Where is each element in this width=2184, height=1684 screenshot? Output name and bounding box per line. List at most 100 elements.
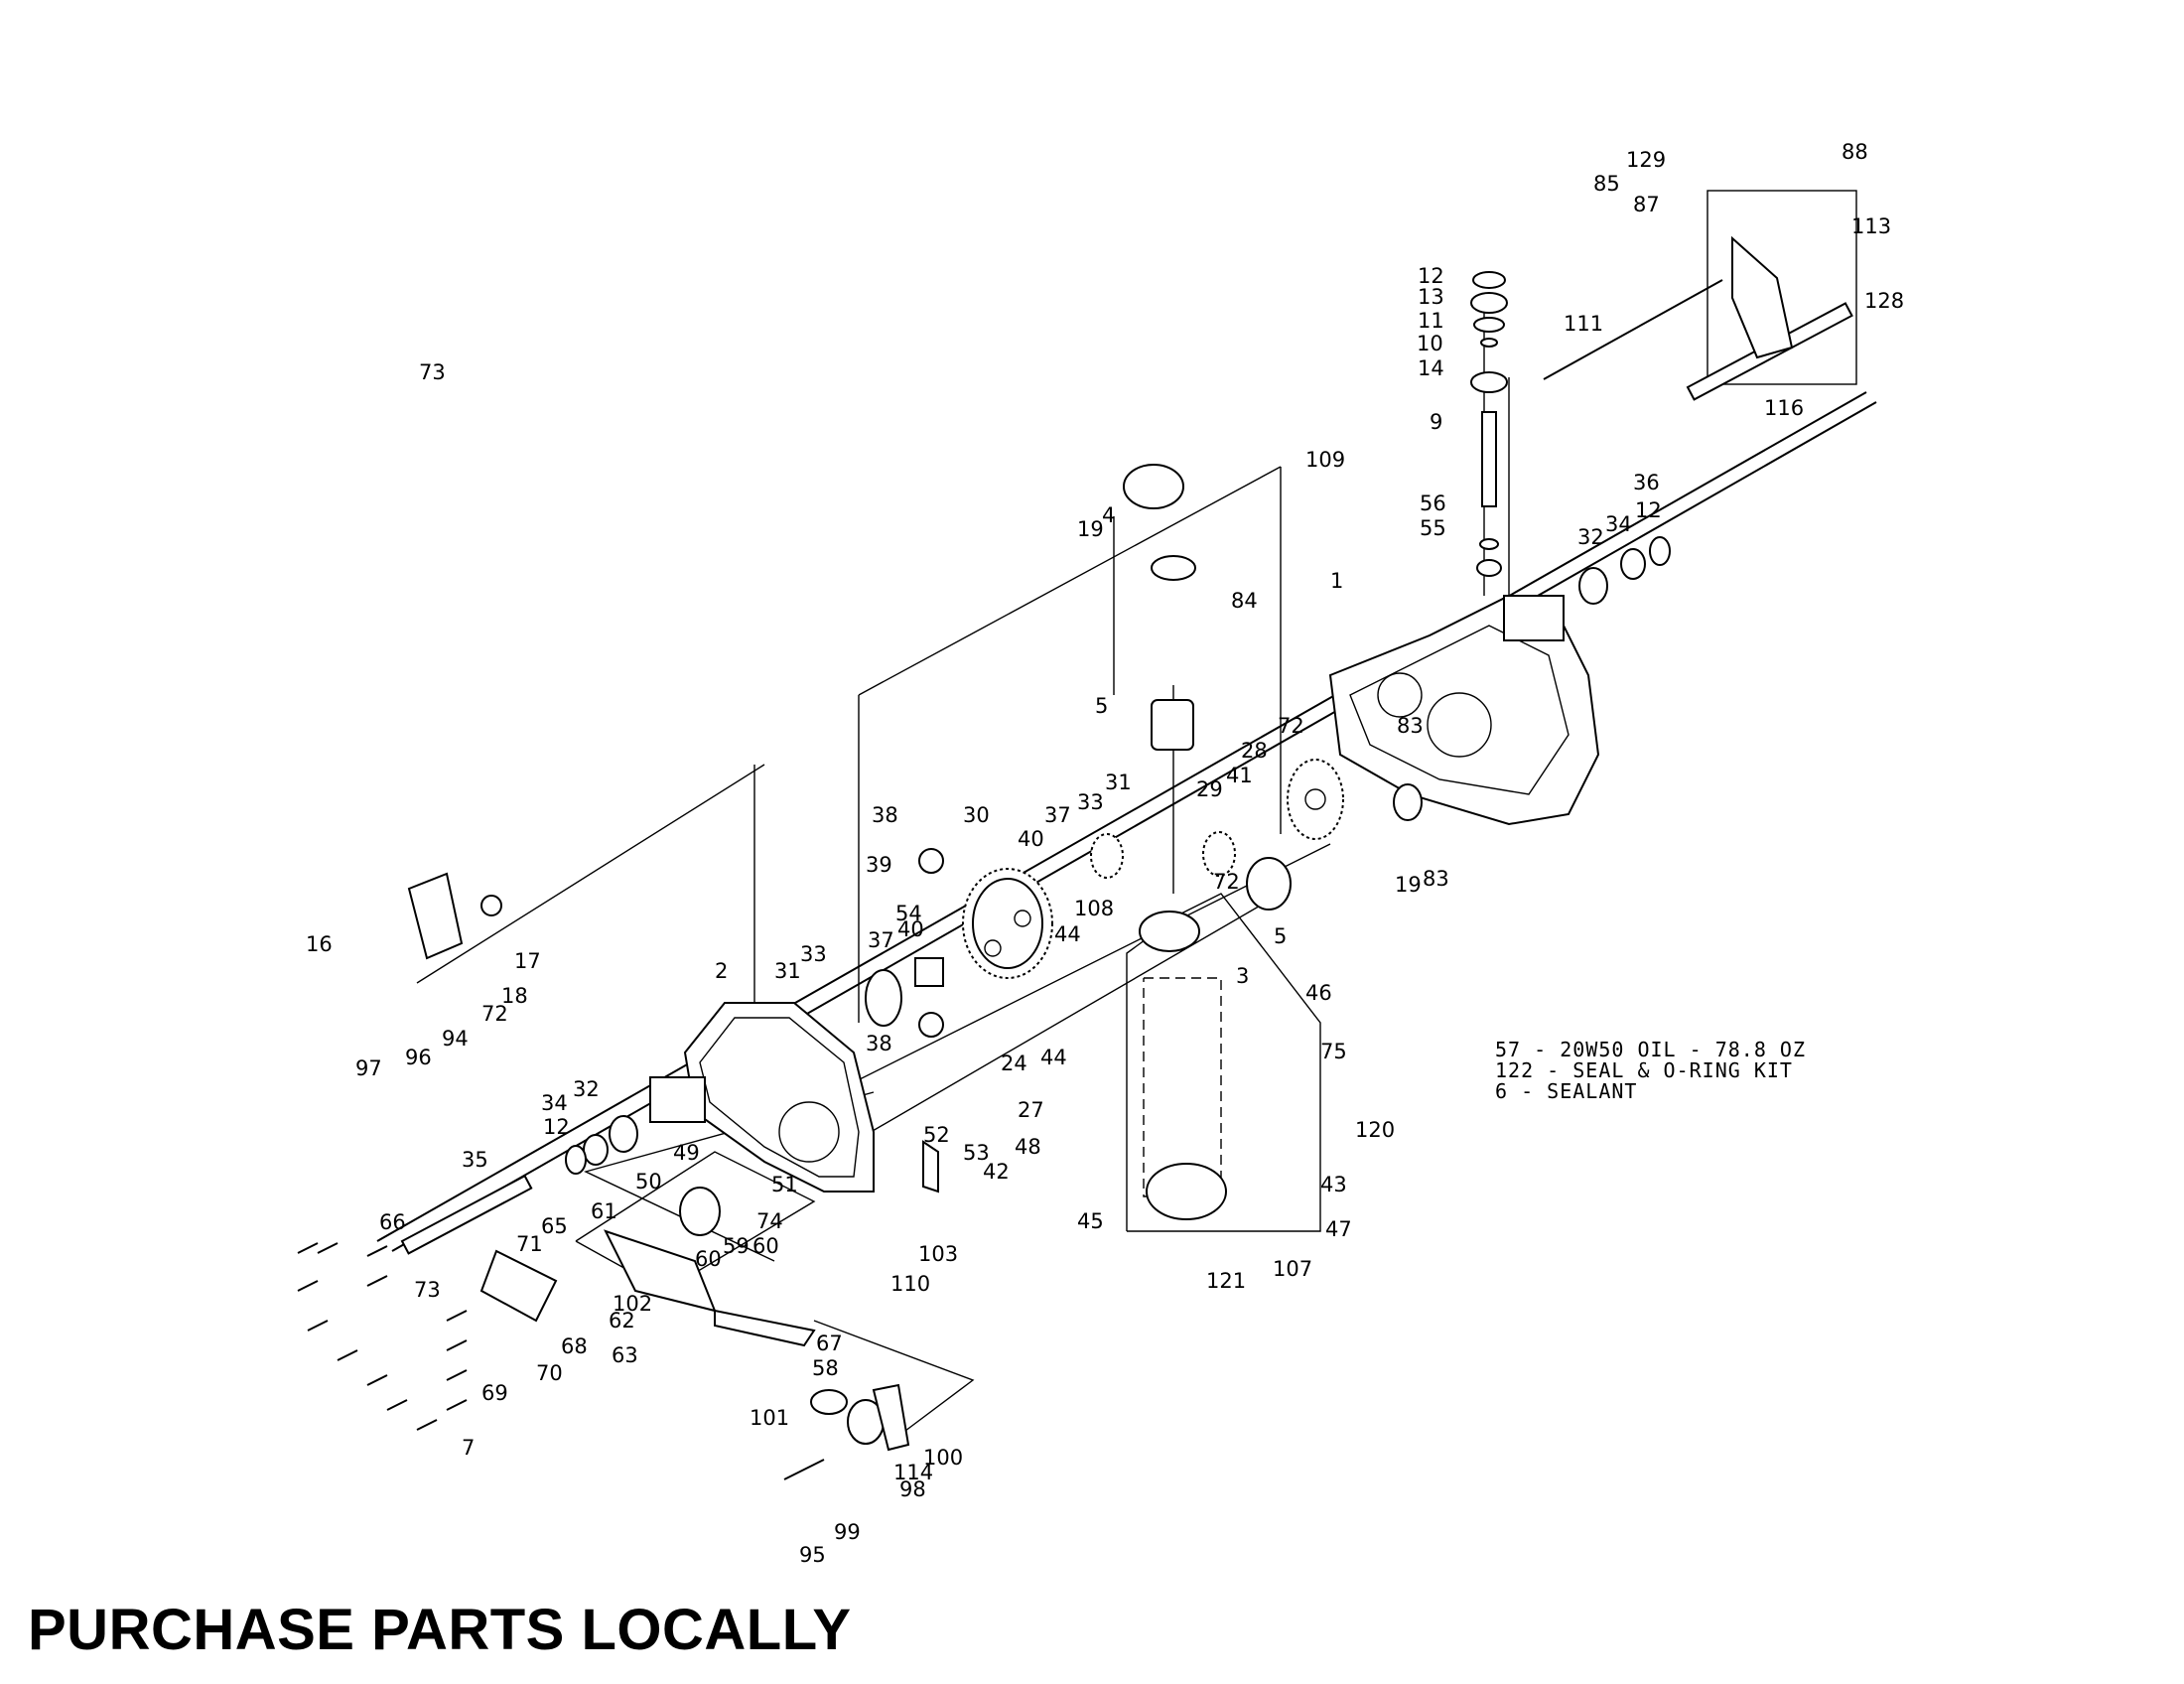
part-label-108: 108 bbox=[1074, 897, 1114, 920]
housing-left bbox=[649, 1002, 875, 1193]
part-label-60: 60 bbox=[695, 1247, 722, 1271]
part-label-65: 65 bbox=[541, 1214, 568, 1238]
part-label-128: 128 bbox=[1864, 289, 1904, 313]
part-label-40: 40 bbox=[1018, 827, 1044, 851]
part-label-38: 38 bbox=[866, 1032, 892, 1055]
part-label-1: 1 bbox=[1330, 569, 1343, 593]
part-label-12: 12 bbox=[543, 1115, 570, 1139]
part-label-98: 98 bbox=[899, 1477, 926, 1501]
part-label-70: 70 bbox=[536, 1361, 563, 1385]
note-seal-kit: 122 - SEAL & O-RING KIT bbox=[1495, 1058, 1793, 1082]
part-label-59: 59 bbox=[723, 1234, 750, 1258]
part-label-83: 83 bbox=[1423, 867, 1449, 891]
part-label-32: 32 bbox=[1577, 525, 1604, 549]
part-label-33: 33 bbox=[800, 942, 827, 966]
part-label-44: 44 bbox=[1040, 1046, 1067, 1069]
part-label-37: 37 bbox=[868, 928, 894, 952]
part-label-72: 72 bbox=[1278, 714, 1304, 738]
note-sealant: 6 - SEALANT bbox=[1495, 1079, 1638, 1103]
part-label-95: 95 bbox=[799, 1543, 826, 1567]
part-label-63: 63 bbox=[612, 1343, 638, 1367]
part-label-27: 27 bbox=[1018, 1098, 1044, 1122]
note-oil: 57 - 20W50 OIL - 78.8 OZ bbox=[1495, 1038, 1806, 1061]
part-label-60: 60 bbox=[752, 1234, 779, 1258]
part-label-66: 66 bbox=[379, 1210, 406, 1234]
part-label-39: 39 bbox=[866, 853, 892, 877]
part-label-61: 61 bbox=[591, 1199, 617, 1223]
part-label-12: 12 bbox=[1635, 498, 1662, 522]
part-label-12: 12 bbox=[1418, 264, 1444, 288]
part-label-74: 74 bbox=[756, 1209, 783, 1233]
purchase-parts-locally-banner: PURCHASE PARTS LOCALLY bbox=[28, 1598, 852, 1662]
part-label-5: 5 bbox=[1274, 924, 1287, 948]
part-label-48: 48 bbox=[1015, 1135, 1041, 1159]
part-label-13: 13 bbox=[1418, 285, 1444, 309]
gears bbox=[480, 464, 1423, 1445]
part-label-94: 94 bbox=[442, 1027, 469, 1051]
part-label-72: 72 bbox=[1213, 870, 1240, 894]
part-label-120: 120 bbox=[1355, 1118, 1395, 1142]
part-label-129: 129 bbox=[1626, 148, 1666, 172]
part-label-42: 42 bbox=[983, 1160, 1010, 1184]
part-label-50: 50 bbox=[635, 1170, 662, 1193]
part-label-53: 53 bbox=[963, 1141, 990, 1165]
part-label-34: 34 bbox=[541, 1091, 568, 1115]
part-label-32: 32 bbox=[573, 1077, 600, 1101]
shaft-stack bbox=[1470, 271, 1508, 577]
part-label-52: 52 bbox=[923, 1123, 950, 1147]
part-label-14: 14 bbox=[1418, 356, 1444, 380]
part-label-96: 96 bbox=[405, 1046, 432, 1069]
part-label-7: 7 bbox=[462, 1436, 475, 1460]
part-label-37: 37 bbox=[1044, 803, 1071, 827]
part-label-2: 2 bbox=[715, 959, 728, 983]
part-label-111: 111 bbox=[1564, 312, 1603, 336]
part-label-46: 46 bbox=[1305, 981, 1332, 1005]
part-label-75: 75 bbox=[1320, 1040, 1347, 1063]
housing-right bbox=[1328, 594, 1600, 826]
part-label-88: 88 bbox=[1842, 140, 1868, 164]
part-label-34: 34 bbox=[1605, 512, 1632, 536]
part-label-107: 107 bbox=[1273, 1257, 1312, 1281]
part-label-17: 17 bbox=[514, 949, 541, 973]
part-label-56: 56 bbox=[1420, 491, 1446, 515]
part-label-68: 68 bbox=[561, 1334, 588, 1358]
part-label-11: 11 bbox=[1418, 309, 1444, 333]
part-label-40: 40 bbox=[897, 917, 924, 941]
part-label-43: 43 bbox=[1320, 1173, 1347, 1196]
part-label-30: 30 bbox=[963, 803, 990, 827]
part-label-45: 45 bbox=[1077, 1209, 1104, 1233]
part-label-72: 72 bbox=[481, 1002, 508, 1026]
part-label-55: 55 bbox=[1420, 516, 1446, 540]
part-label-101: 101 bbox=[750, 1406, 789, 1430]
part-label-73: 73 bbox=[419, 360, 446, 384]
brake-brackets bbox=[407, 235, 1794, 1452]
part-label-31: 31 bbox=[774, 959, 801, 983]
part-label-100: 100 bbox=[923, 1446, 963, 1470]
part-label-116: 116 bbox=[1764, 396, 1804, 420]
part-label-29: 29 bbox=[1196, 777, 1223, 801]
part-label-62: 62 bbox=[609, 1309, 635, 1333]
part-label-9: 9 bbox=[1430, 410, 1442, 434]
part-label-19: 19 bbox=[1077, 517, 1104, 541]
part-label-51: 51 bbox=[771, 1173, 798, 1196]
part-label-33: 33 bbox=[1077, 790, 1104, 814]
part-label-109: 109 bbox=[1305, 448, 1345, 472]
part-label-38: 38 bbox=[872, 803, 898, 827]
shaft-lines bbox=[376, 279, 1877, 1252]
part-label-102: 102 bbox=[613, 1292, 652, 1316]
part-label-5: 5 bbox=[1095, 694, 1108, 718]
part-label-24: 24 bbox=[1001, 1052, 1027, 1075]
part-label-3: 3 bbox=[1236, 964, 1249, 988]
part-label-18: 18 bbox=[501, 984, 528, 1008]
part-label-73: 73 bbox=[414, 1278, 441, 1302]
bolts bbox=[297, 1242, 825, 1480]
part-label-4: 4 bbox=[1102, 503, 1115, 527]
part-label-103: 103 bbox=[918, 1242, 958, 1266]
part-label-71: 71 bbox=[516, 1232, 543, 1256]
part-label-35: 35 bbox=[462, 1148, 488, 1172]
part-label-69: 69 bbox=[481, 1381, 508, 1405]
part-label-28: 28 bbox=[1241, 739, 1268, 763]
part-label-83: 83 bbox=[1397, 714, 1424, 738]
